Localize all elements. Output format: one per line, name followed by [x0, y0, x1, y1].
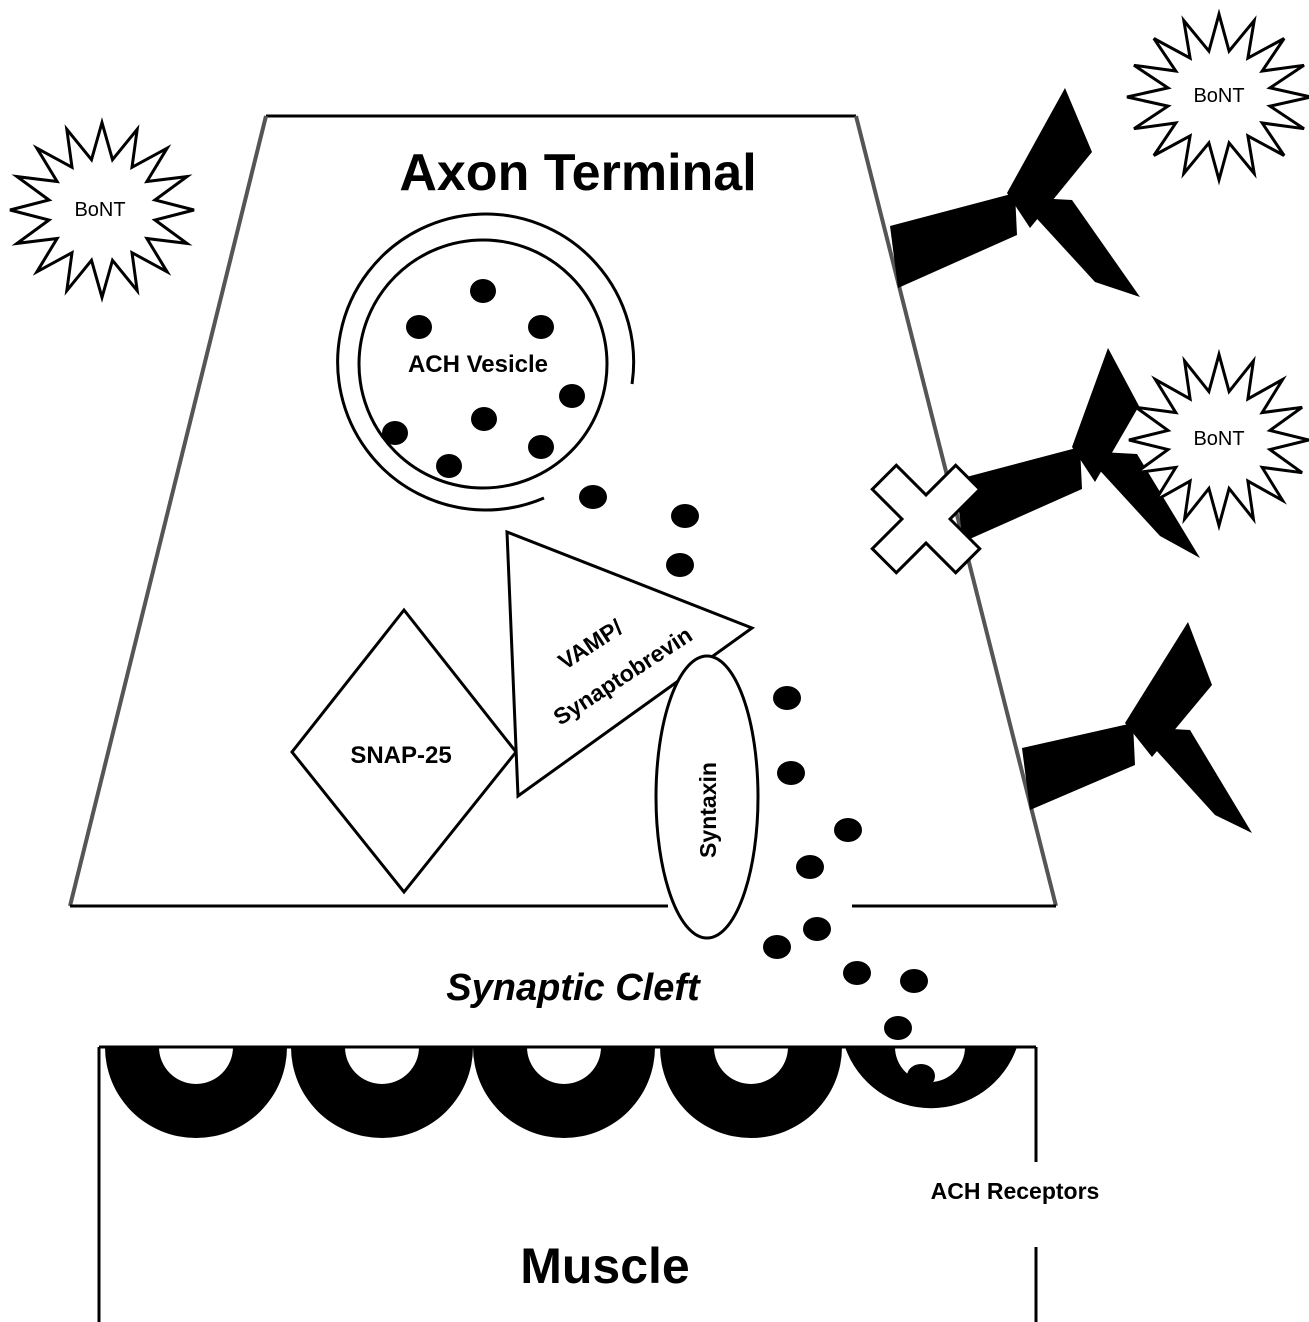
- ach-molecule: [382, 421, 408, 445]
- axon-terminal-title: Axon Terminal: [399, 144, 756, 202]
- bont-toxin: BoNT: [10, 123, 194, 298]
- bont-label: BoNT: [1193, 428, 1244, 450]
- ach-molecule: [666, 553, 694, 577]
- ach-molecule: [471, 407, 497, 431]
- ach-molecule: [773, 686, 801, 710]
- ach-molecule: [406, 315, 432, 339]
- bont-label: BoNT: [74, 199, 125, 221]
- ach-molecule: [900, 969, 928, 993]
- ach-vesicle-label: ACH Vesicle: [408, 351, 548, 378]
- muscle-label: Muscle: [520, 1238, 690, 1294]
- ach-receptors-label: ACH Receptors: [931, 1178, 1100, 1204]
- syntaxin-label: Syntaxin: [695, 762, 721, 858]
- bont-label: BoNT: [1193, 85, 1244, 107]
- ach-molecule: [834, 818, 862, 842]
- synaptic-cleft-label: Synaptic Cleft: [446, 967, 701, 1009]
- ach-receptor: [660, 1047, 842, 1138]
- ach-receptors: [105, 1047, 1017, 1138]
- toxin-receptor: [1022, 622, 1252, 833]
- ach-molecule: [671, 504, 699, 528]
- ach-molecule: [528, 315, 554, 339]
- ach-receptor: [105, 1047, 287, 1138]
- ach-molecule: [528, 435, 554, 459]
- ach-molecule: [763, 935, 791, 959]
- ach-molecule: [559, 384, 585, 408]
- ach-molecule: [803, 917, 831, 941]
- ach-molecule: [884, 1016, 912, 1040]
- ach-molecule: [777, 761, 805, 785]
- ach-receptor: [291, 1047, 473, 1138]
- ach-receptor: [473, 1047, 655, 1138]
- ach-molecule: [843, 961, 871, 985]
- ach-molecule: [436, 454, 462, 478]
- snap25-label: SNAP-25: [350, 742, 451, 769]
- ach-molecule: [579, 485, 607, 509]
- toxin-receptor: [890, 88, 1140, 297]
- ach-molecule: [796, 855, 824, 879]
- bont-toxin: BoNT: [1129, 355, 1309, 526]
- ach-molecule: [470, 279, 496, 303]
- bont-toxin: BoNT: [1127, 14, 1309, 180]
